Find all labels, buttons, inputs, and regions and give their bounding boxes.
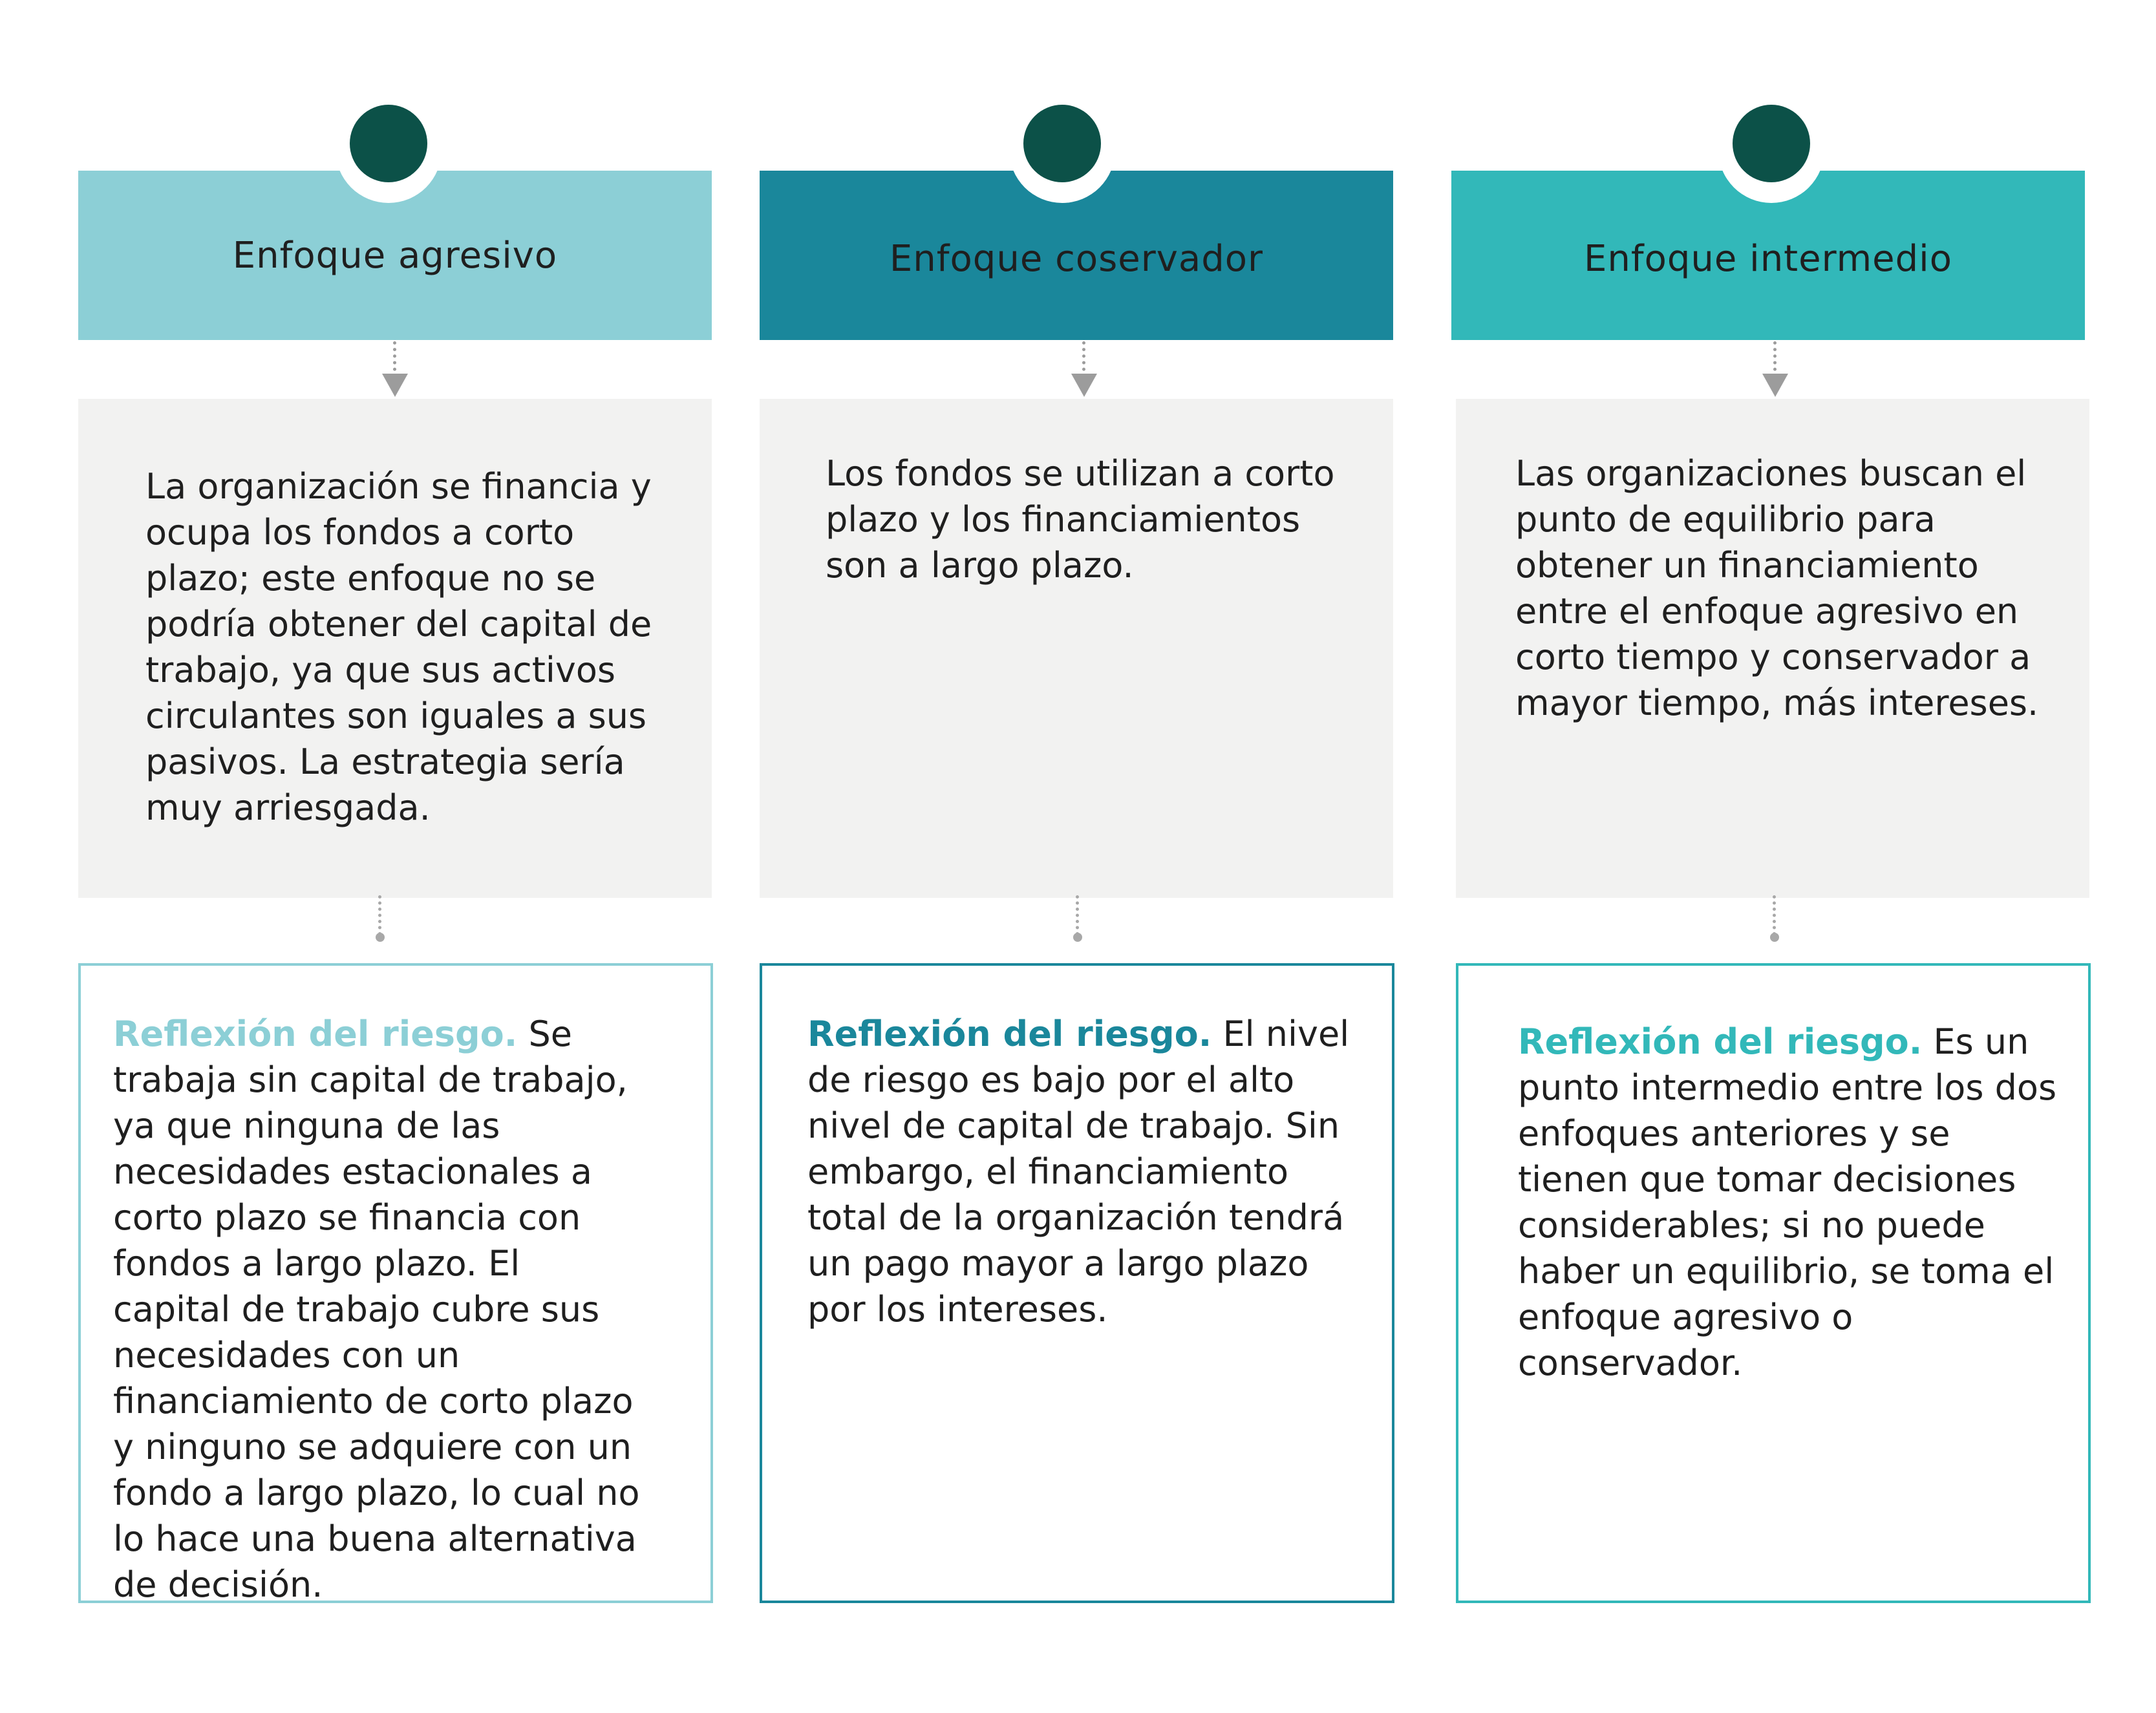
arrow-down-icon xyxy=(1762,374,1788,397)
connector-end-dot xyxy=(376,933,385,942)
risk-paragraph: Reflexión del riesgo. Se trabaja sin cap… xyxy=(113,1011,646,1608)
risk-label: Reflexión del riesgo. xyxy=(807,1014,1212,1054)
description-text: Las organizaciones buscan el punto de eq… xyxy=(1515,453,2039,723)
risk-box: Reflexión del riesgo. Es un punto interm… xyxy=(1456,963,2091,1603)
risk-paragraph: Reflexión del riesgo. Es un punto interm… xyxy=(1518,1019,2062,1386)
risk-text: Se trabaja sin capital de trabajo, ya qu… xyxy=(113,1014,640,1605)
column-aggressive: Enfoque agresivo La organización se fina… xyxy=(78,0,713,1713)
risk-text: Es un punto intermedio entre los dos enf… xyxy=(1518,1021,2057,1383)
description-text: Los fondos se utilizan a corto plazo y l… xyxy=(826,453,1335,586)
dotted-connector xyxy=(1773,895,1776,935)
risk-box: Reflexión del riesgo. Se trabaja sin cap… xyxy=(78,963,713,1605)
arrow-connector xyxy=(1082,341,1085,378)
arrow-connector xyxy=(393,341,396,378)
node-marker xyxy=(1733,105,1810,182)
connector-end-dot xyxy=(1073,933,1082,942)
connector-end-dot xyxy=(1770,933,1779,942)
arrow-down-icon xyxy=(382,374,408,397)
column-title: Enfoque intermedio xyxy=(1583,237,1952,280)
description-box: Las organizaciones buscan el punto de eq… xyxy=(1456,399,2089,898)
column-title: Enfoque agresivo xyxy=(232,234,558,277)
description-box: Los fondos se utilizan a corto plazo y l… xyxy=(760,399,1393,898)
node-marker xyxy=(350,105,427,182)
description-box: La organización se financia y ocupa los … xyxy=(78,399,712,898)
dotted-connector xyxy=(378,895,381,935)
arrow-down-icon xyxy=(1071,374,1097,397)
column-header: Enfoque intermedio xyxy=(1451,171,2085,340)
risk-paragraph: Reflexión del riesgo. El nivel de riesgo… xyxy=(807,1011,1353,1332)
column-conservative: Enfoque coservador Los fondos se utiliza… xyxy=(760,0,1394,1713)
node-marker xyxy=(1023,105,1101,182)
risk-label: Reflexión del riesgo. xyxy=(1518,1021,1923,1062)
risk-text: El nivel de riesgo es bajo por el alto n… xyxy=(807,1014,1350,1330)
arrow-connector xyxy=(1773,341,1777,378)
column-intermediate: Enfoque intermedio Las organizaciones bu… xyxy=(1451,0,2091,1713)
dotted-connector xyxy=(1076,895,1079,935)
risk-label: Reflexión del riesgo. xyxy=(113,1014,518,1054)
risk-box: Reflexión del riesgo. El nivel de riesgo… xyxy=(760,963,1394,1603)
column-title: Enfoque coservador xyxy=(889,237,1264,280)
description-text: La organización se financia y ocupa los … xyxy=(145,466,652,828)
